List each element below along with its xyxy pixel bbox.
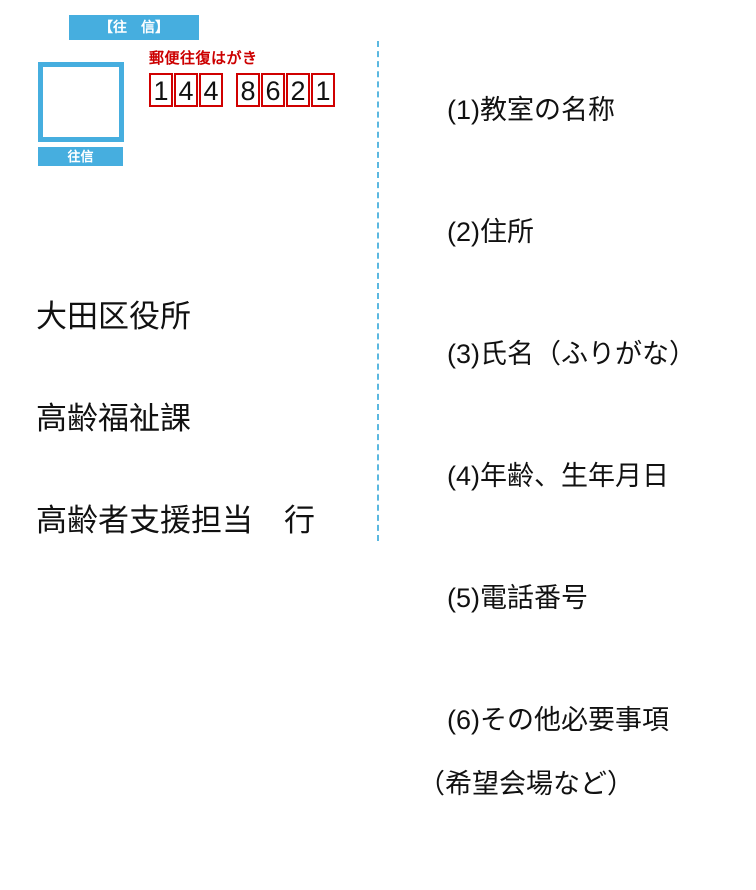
postcard-instruction-page: 【往 信】 郵便往復はがき 1 4 4 8 6 2 1 往信 大田区役所 高齢福… xyxy=(0,0,697,799)
outbound-header-banner: 【往 信】 xyxy=(69,15,199,40)
zip-digit: 8 xyxy=(236,73,260,107)
zip-digit: 4 xyxy=(199,73,223,107)
outbound-postcard-face: 【往 信】 郵便往復はがき 1 4 4 8 6 2 1 往信 大田区役所 高齢福… xyxy=(0,0,377,559)
zip-digit: 4 xyxy=(174,73,198,107)
recipient-address-block: 大田区役所 高齢福祉課 高齢者支援担当 行 xyxy=(36,232,315,606)
list-item-label: (6)その他必要事項 xyxy=(447,705,670,735)
postcard-kind-label: 郵便往復はがき xyxy=(149,50,258,67)
address-line-1: 大田区役所 xyxy=(36,299,191,334)
address-line-3: 高齢者支援担当 行 xyxy=(36,503,315,538)
vertical-dashed-divider xyxy=(377,41,379,541)
address-line-2: 高齢福祉課 xyxy=(36,401,191,436)
list-item-label: (2)住所 xyxy=(447,217,535,247)
list-item-label: (4)年齢、生年月日 xyxy=(447,461,670,491)
outbound-side-label: 往信 xyxy=(38,147,123,166)
stamp-placeholder-box xyxy=(38,62,124,142)
list-item-label: (5)電話番号 xyxy=(447,583,589,613)
required-info-list: (1)教室の名称 (2)住所 (3)氏名（ふりがな） (4)年齢、生年月日 (5… xyxy=(402,62,746,890)
zip-digit: 1 xyxy=(149,73,173,107)
list-item: (1)教室の名称 xyxy=(402,62,746,158)
list-item-sublabel: （希望会場など） xyxy=(418,769,634,799)
zipcode-separator xyxy=(224,73,236,107)
list-item: (5)電話番号 xyxy=(402,550,746,646)
zip-digit: 2 xyxy=(286,73,310,107)
list-item: (4)年齢、生年月日 xyxy=(402,428,746,524)
zip-digit: 1 xyxy=(311,73,335,107)
list-item: (6)その他必要事項 （希望会場など） xyxy=(402,672,746,864)
list-item-label: (1)教室の名称 xyxy=(447,95,616,125)
list-item: (2)住所 xyxy=(402,184,746,280)
zip-digit: 6 xyxy=(261,73,285,107)
zipcode-boxes: 1 4 4 8 6 2 1 xyxy=(149,73,336,107)
list-item: (3)氏名（ふりがな） xyxy=(402,306,746,402)
list-item-label: (3)氏名（ふりがな） xyxy=(447,339,697,369)
